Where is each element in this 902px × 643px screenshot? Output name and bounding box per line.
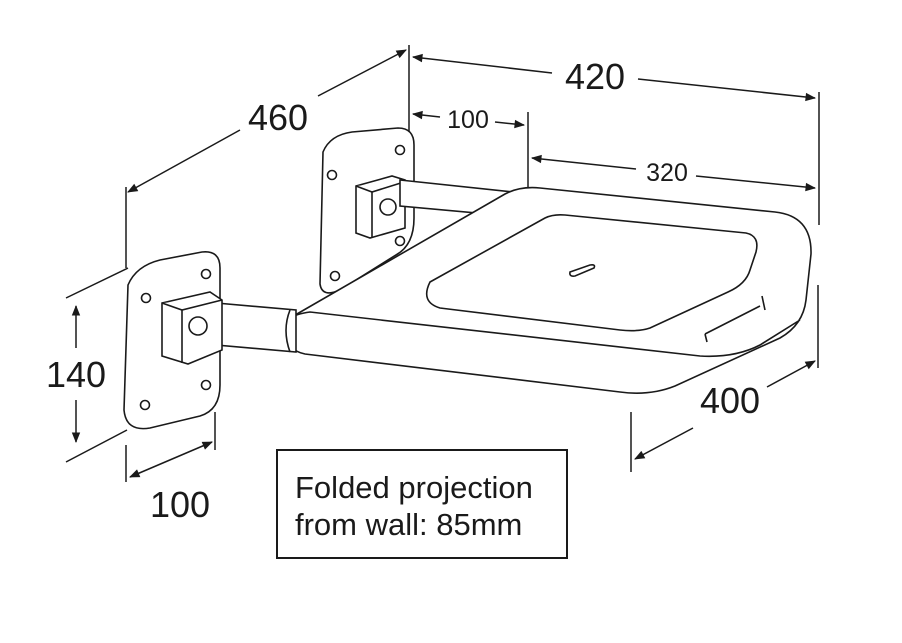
dim-line-100-top-right bbox=[494, 119, 526, 129]
dim-line-100-top-left bbox=[411, 110, 441, 120]
extension-line bbox=[65, 267, 129, 299]
dim-line-100-bottom bbox=[129, 441, 213, 478]
folded-projection-note: Folded projection from wall: 85mm bbox=[276, 449, 568, 559]
dim-line-460-left bbox=[127, 129, 241, 193]
dim-line-320-left bbox=[530, 154, 637, 170]
dim-label-bracket-offset: 100 bbox=[447, 106, 489, 134]
note-line-1: Folded projection bbox=[295, 470, 533, 505]
front-wall-plate bbox=[123, 251, 223, 430]
dim-label-seat-width: 400 bbox=[700, 380, 760, 421]
dim-line-460-right bbox=[317, 49, 407, 97]
dim-line-420-left bbox=[411, 53, 553, 74]
dim-label-depth: 460 bbox=[248, 97, 308, 138]
dim-label-plate-height: 140 bbox=[46, 354, 106, 395]
dim-label-seat-depth: 320 bbox=[646, 159, 688, 187]
rear-wall-plate bbox=[319, 127, 415, 294]
seat bbox=[286, 186, 812, 394]
dim-line-420-right bbox=[637, 78, 817, 102]
dim-line-320-right bbox=[695, 175, 817, 192]
dim-line-400-left bbox=[634, 427, 694, 460]
dim-label-plate-width: 100 bbox=[150, 484, 210, 525]
dim-line-400-right bbox=[766, 360, 816, 388]
dim-label-width: 420 bbox=[565, 56, 625, 97]
note-line-2: from wall: 85mm bbox=[295, 507, 523, 542]
front-support-arm bbox=[204, 301, 297, 353]
extension-line bbox=[65, 429, 128, 463]
